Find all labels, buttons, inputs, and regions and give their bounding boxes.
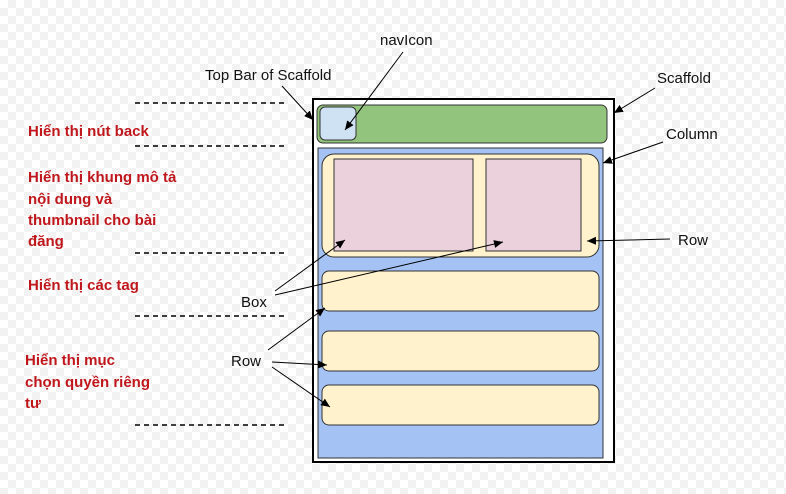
section-tags: Hiển thị các tag [28,277,139,294]
section-privacy-line2: chọn quyền riêng [25,374,150,391]
nav-icon [319,106,357,141]
section-description-line1: Hiển thị khung mô tả [28,169,177,186]
section-dividers [135,102,288,426]
row-label-right: Row [678,232,708,249]
privacy-row-1 [321,330,600,372]
top-bar-label: Top Bar of Scaffold [205,67,331,84]
section-privacy-line1: Hiển thị mục [25,352,115,369]
arrows [267,51,671,408]
privacy-row-2 [321,384,600,426]
section-description-line3: thumbnail cho bài [28,212,156,229]
row-label-left: Row [231,353,261,370]
box-label: Box [241,294,267,311]
top-bar [316,104,608,144]
scaffold-label: Scaffold [657,70,711,87]
section-description-line4: đăng [28,233,64,250]
section-privacy-line3: tư [25,395,41,412]
nav-icon-label: navIcon [380,32,433,49]
description-box [333,158,474,252]
thumbnail-box [485,158,582,252]
column-label: Column [666,126,718,143]
section-back-button: Hiển thị nút back [28,123,150,140]
section-description-line2: nội dung và [28,191,113,208]
tags-row [321,270,600,312]
